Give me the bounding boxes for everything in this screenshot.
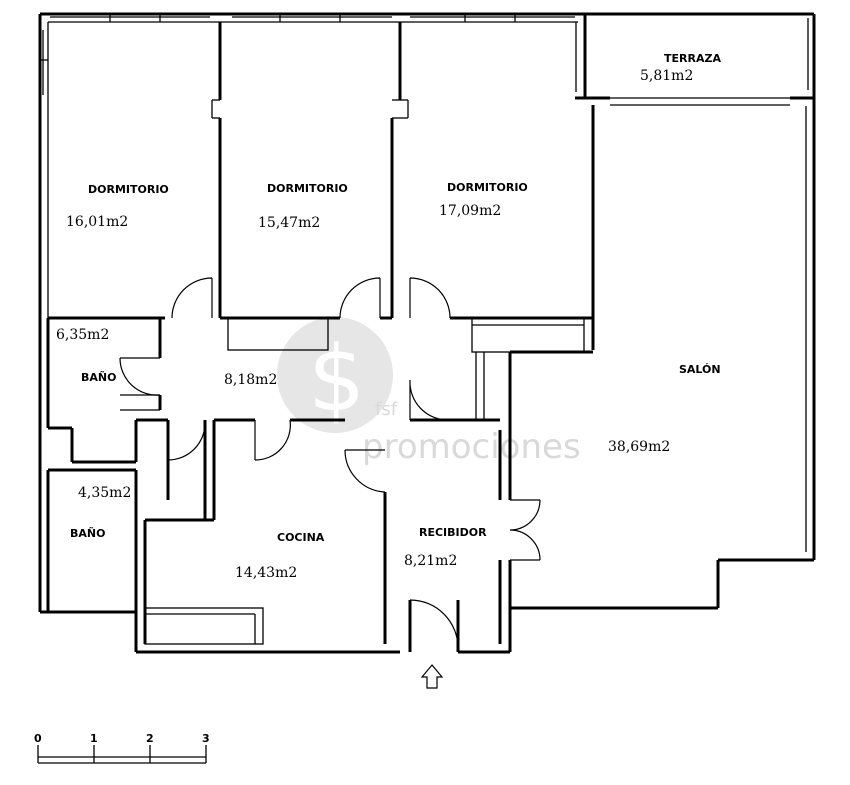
room-label-cocina: COCINA xyxy=(277,531,325,544)
room-area-bano-1: 6,35m2 xyxy=(56,327,109,343)
watermark: $ fsf promociones xyxy=(277,317,581,467)
interior-walls xyxy=(46,22,593,652)
door-recibidor-salon xyxy=(509,499,541,561)
door-dormitorio-3 xyxy=(409,277,451,319)
room-label-bano-1: BAÑO xyxy=(81,371,116,384)
watermark-brand-bottom: promociones xyxy=(362,427,581,467)
door-bano-2 xyxy=(167,420,206,461)
scale-bar: 0 1 2 3 xyxy=(34,732,210,764)
room-label-bano-2: BAÑO xyxy=(70,527,105,540)
room-area-pasillo: 8,18m2 xyxy=(224,372,277,388)
door-cocina xyxy=(254,419,291,461)
door-cocina-recibidor xyxy=(344,449,386,493)
door-dormitorio-1 xyxy=(171,277,213,319)
scale-tick-2: 2 xyxy=(146,732,154,745)
room-label-recibidor: RECIBIDOR xyxy=(419,526,487,539)
door-entrance xyxy=(409,599,459,649)
room-label-dormitorio-3: DORMITORIO xyxy=(447,181,528,194)
door-dormitorio-2 xyxy=(339,277,381,319)
scale-tick-0: 0 xyxy=(34,732,42,745)
room-area-dormitorio-2: 15,47m2 xyxy=(258,215,320,231)
room-area-bano-2: 4,35m2 xyxy=(78,485,131,501)
watermark-brand-top: fsf xyxy=(375,399,398,420)
room-area-recibidor: 8,21m2 xyxy=(404,553,457,569)
room-area-cocina: 14,43m2 xyxy=(235,565,297,581)
room-label-dormitorio-2: DORMITORIO xyxy=(267,182,348,195)
room-labels: DORMITORIO 16,01m2 DORMITORIO 15,47m2 DO… xyxy=(56,52,721,581)
scale-tick-3: 3 xyxy=(202,732,210,745)
exterior-walls xyxy=(38,12,816,654)
watermark-logo-glyph: $ xyxy=(308,327,365,432)
room-area-terraza: 5,81m2 xyxy=(640,68,693,84)
door-salon-hall xyxy=(409,379,449,421)
room-label-terraza: TERRAZA xyxy=(664,52,721,65)
room-area-salon: 38,69m2 xyxy=(608,439,670,455)
room-label-dormitorio-1: DORMITORIO xyxy=(88,183,169,196)
door-bano-1 xyxy=(119,357,161,396)
watermark-logo-icon xyxy=(277,317,393,433)
room-area-dormitorio-1: 16,01m2 xyxy=(66,214,128,230)
room-area-dormitorio-3: 17,09m2 xyxy=(439,203,501,219)
scale-tick-1: 1 xyxy=(90,732,98,745)
room-label-salon: SALÓN xyxy=(679,363,721,376)
arrow-up-icon xyxy=(420,664,444,689)
doors xyxy=(119,277,541,649)
